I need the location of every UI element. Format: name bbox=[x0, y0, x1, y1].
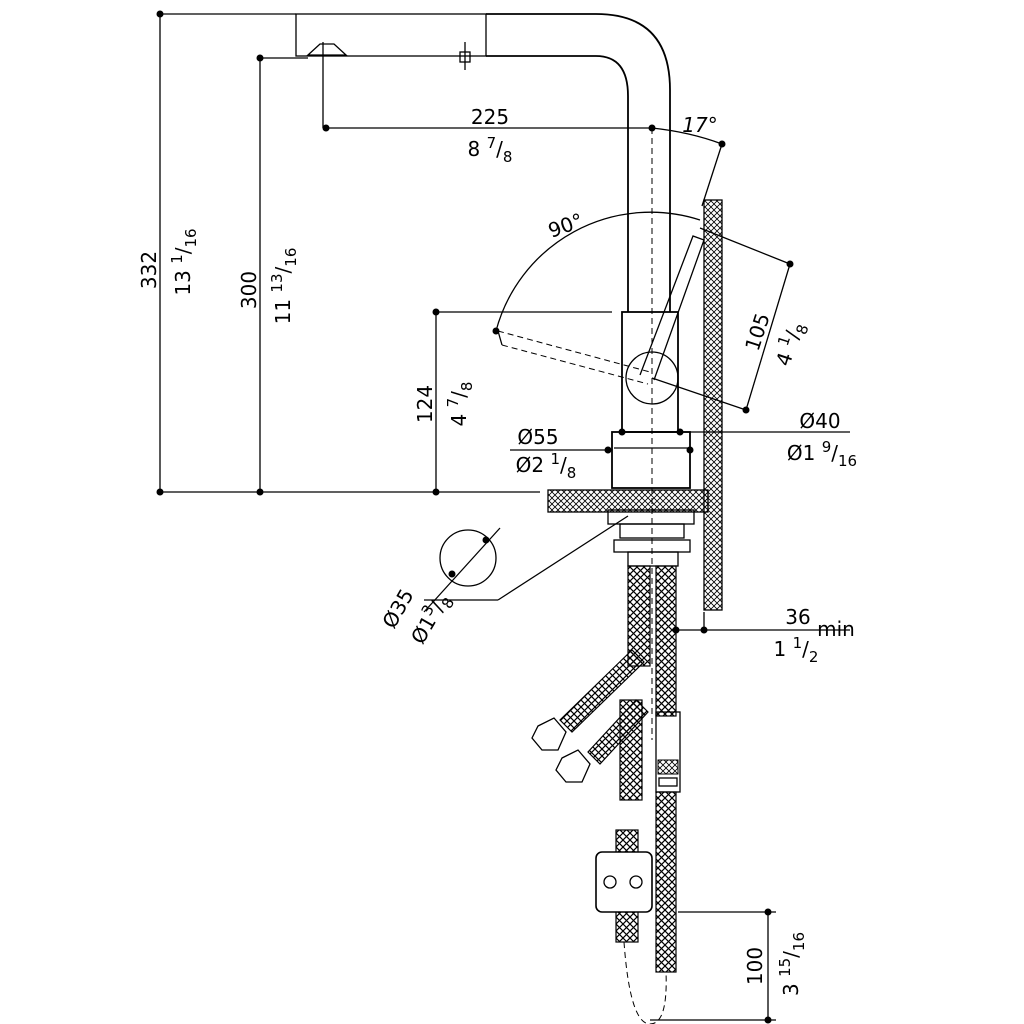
spout bbox=[486, 13, 671, 312]
hose-lower-right bbox=[655, 791, 677, 973]
hose-hot bbox=[559, 649, 645, 733]
svg-text:Ø2 1/8: Ø2 1/8 bbox=[516, 450, 577, 482]
dim-hole-diameter: Ø35 Ø13/8 bbox=[377, 585, 458, 648]
svg-text:100: 100 bbox=[743, 947, 767, 985]
hose-nut-cold bbox=[555, 749, 591, 783]
spray-head bbox=[295, 13, 487, 57]
faucet-outline bbox=[295, 13, 705, 489]
svg-text:Ø55: Ø55 bbox=[517, 425, 558, 449]
svg-text:36: 36 bbox=[785, 605, 810, 629]
hose-drop bbox=[619, 699, 643, 801]
hose-weight bbox=[595, 851, 653, 913]
worktop-section bbox=[547, 489, 709, 513]
dim-spout-angle: 17° bbox=[682, 113, 717, 137]
dim-wall-clearance: 36 min 1 1/2 bbox=[774, 605, 855, 666]
wall-section bbox=[703, 199, 723, 611]
construction-lines bbox=[160, 13, 850, 1021]
hose-nut-hot bbox=[531, 717, 567, 751]
hole-diameter-circle bbox=[439, 529, 497, 587]
dim-spout-reach: 225 8 7/8 bbox=[468, 105, 513, 166]
svg-text:8 7/8: 8 7/8 bbox=[468, 134, 513, 166]
dim-body-diameter: Ø40 Ø1 9/16 bbox=[787, 409, 857, 470]
faucet-base bbox=[611, 431, 691, 489]
dim-spout-height: 300 11 13/16 bbox=[237, 248, 300, 325]
dim-total-height: 332 13 1/16 bbox=[137, 228, 200, 295]
dimension-lines bbox=[156, 10, 794, 1024]
svg-text:3 15/16: 3 15/16 bbox=[776, 932, 808, 996]
handle-open bbox=[639, 235, 705, 381]
handle-closed bbox=[497, 330, 651, 385]
svg-text:min: min bbox=[817, 617, 855, 641]
svg-text:11 13/16: 11 13/16 bbox=[268, 248, 300, 325]
svg-text:Ø40: Ø40 bbox=[799, 409, 840, 433]
hose-main bbox=[655, 565, 677, 717]
svg-text:13 1/16: 13 1/16 bbox=[168, 228, 200, 295]
dim-handle-swing: 90° bbox=[545, 208, 587, 243]
dim-base-diameter: Ø55 Ø2 1/8 bbox=[516, 425, 577, 482]
svg-text:124: 124 bbox=[413, 385, 437, 423]
svg-text:4 7/8: 4 7/8 bbox=[444, 382, 476, 427]
aerator bbox=[306, 43, 348, 56]
svg-text:4 1/8: 4 1/8 bbox=[768, 318, 812, 371]
svg-text:1 1/2: 1 1/2 bbox=[774, 634, 819, 666]
svg-text:Ø1 9/16: Ø1 9/16 bbox=[787, 438, 857, 470]
faucet-body bbox=[621, 311, 679, 433]
dim-hose-loop: 100 3 15/16 bbox=[743, 932, 808, 996]
supply-hoses bbox=[531, 565, 681, 1024]
svg-text:105: 105 bbox=[740, 310, 775, 354]
dim-handle-height: 124 4 7/8 bbox=[413, 382, 476, 427]
svg-text:300: 300 bbox=[237, 271, 261, 309]
countertop bbox=[547, 199, 723, 611]
dim-handle-length: 105 4 1/8 bbox=[740, 310, 812, 371]
mounting-hardware bbox=[607, 509, 695, 567]
svg-text:225: 225 bbox=[471, 105, 509, 129]
dim-total-height-mm: 332 bbox=[137, 251, 161, 289]
